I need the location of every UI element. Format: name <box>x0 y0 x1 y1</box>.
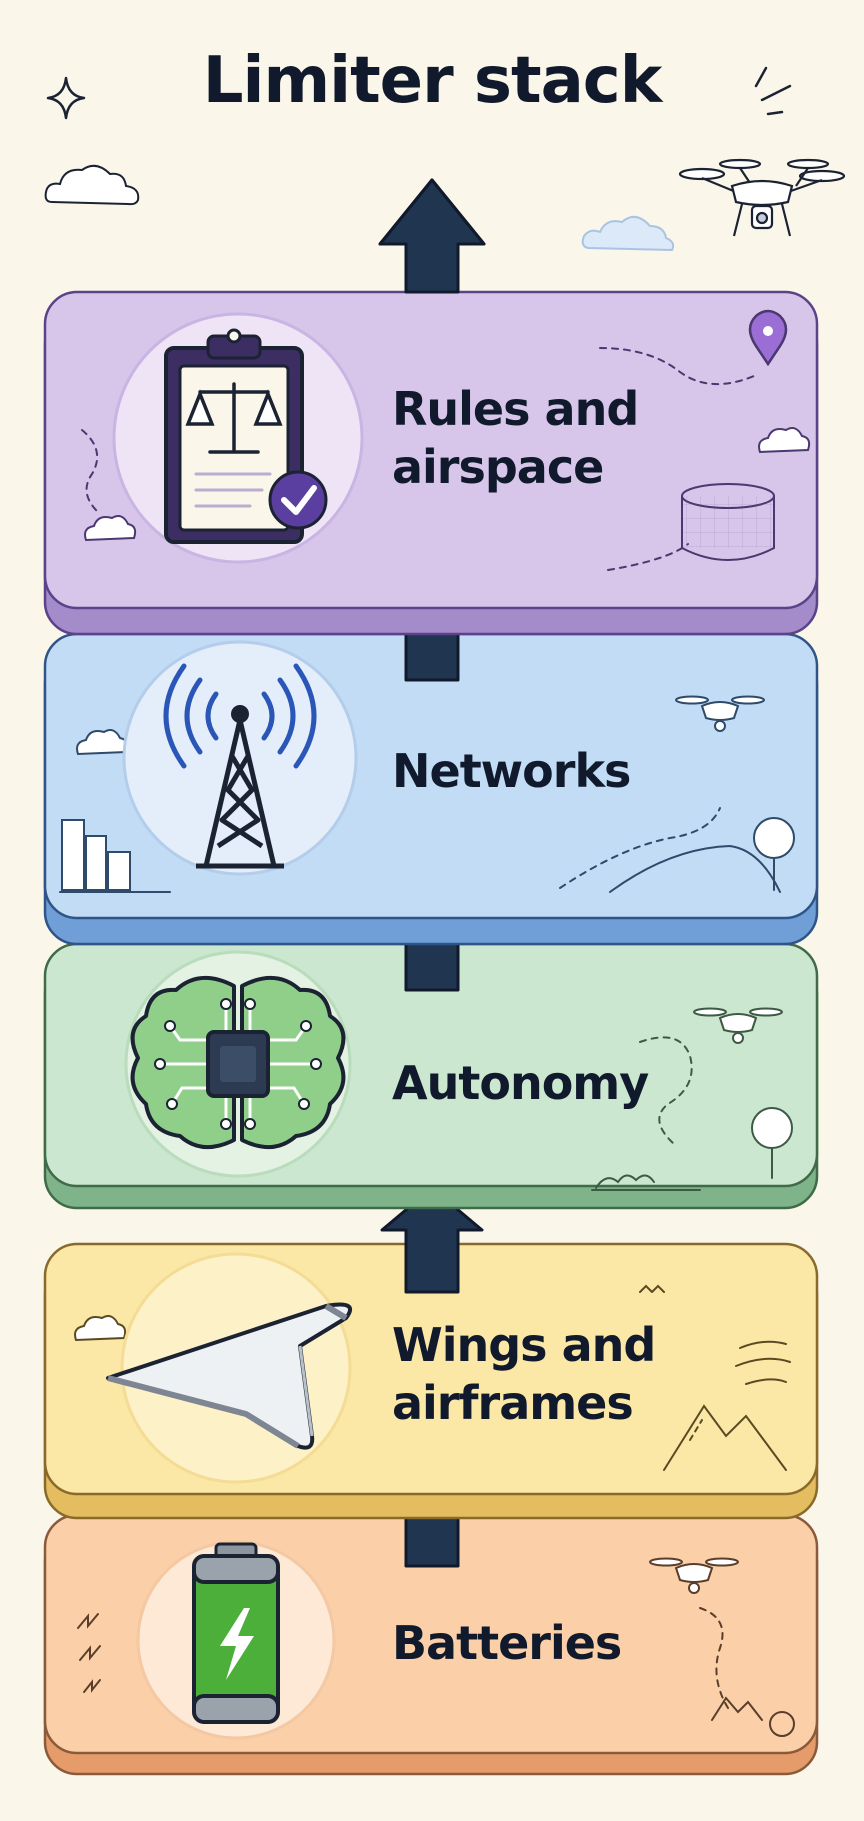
page-title: Limiter stack <box>202 44 663 118</box>
cloud-icon <box>581 215 675 252</box>
location-pin-icon <box>748 309 788 367</box>
layer-label-batteries: Batteries <box>392 1616 622 1670</box>
drone-icon <box>693 1007 783 1044</box>
drone-icon <box>678 158 846 237</box>
layer-label-autonomy: Autonomy <box>392 1056 649 1110</box>
drone-icon <box>649 1557 739 1594</box>
layer-rules-and-airspace <box>43 290 819 636</box>
wing-icon <box>106 1302 352 1450</box>
drone-icon <box>675 695 765 732</box>
layer-networks <box>43 632 819 946</box>
motion-lines-icon <box>754 66 792 116</box>
layer-batteries <box>43 1513 819 1776</box>
layer-label-networks: Networks <box>392 744 631 798</box>
clipboard-scales-icon <box>164 328 328 544</box>
cloud-icon <box>44 164 140 206</box>
battery-icon <box>192 1542 280 1724</box>
radio-tower-icon <box>163 663 317 869</box>
sparkle-icon <box>46 76 86 120</box>
up-arrow-icon <box>378 178 486 294</box>
brain-chip-icon <box>130 975 346 1149</box>
